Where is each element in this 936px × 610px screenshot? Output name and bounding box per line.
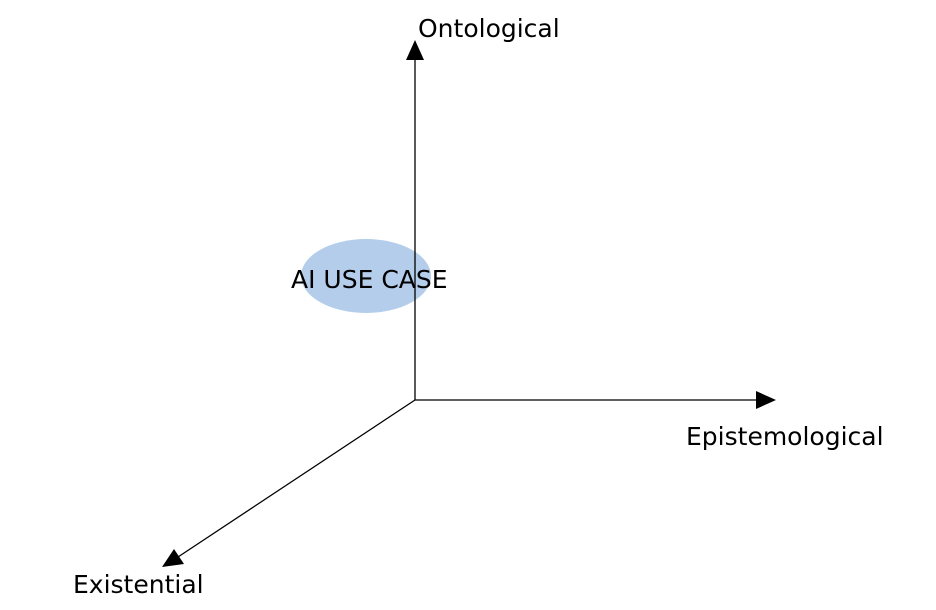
epistemological-axis-arrowhead xyxy=(756,391,776,409)
existential-label: Existential xyxy=(73,570,204,599)
existential-axis-arrowhead xyxy=(162,549,184,567)
use-case-label: AI USE CASE xyxy=(291,265,448,294)
epistemological-label: Epistemological xyxy=(686,422,884,451)
ontological-axis-arrowhead xyxy=(406,40,424,60)
ontological-label: Ontological xyxy=(418,14,560,43)
use-case-ellipse xyxy=(301,239,431,313)
existential-axis-line xyxy=(177,399,416,558)
